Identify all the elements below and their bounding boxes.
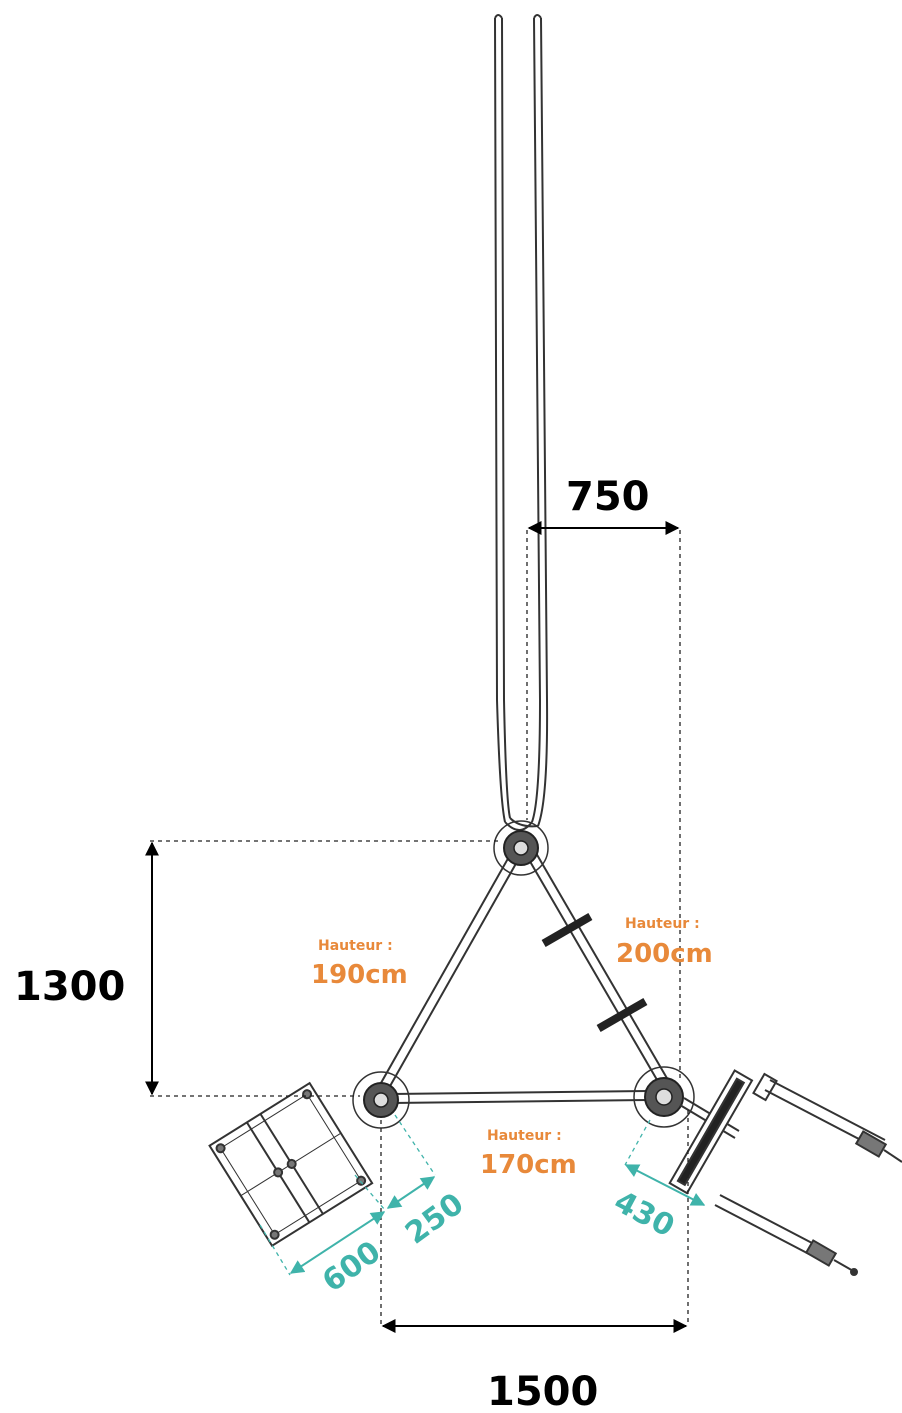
height-left-value: 190cm	[311, 960, 408, 990]
left-hub-node	[352, 1071, 410, 1129]
height-left-label: Hauteur :	[318, 938, 393, 954]
right-bench-module	[668, 1069, 902, 1276]
height-right-value: 200cm	[616, 939, 713, 969]
dim-600-label: 600	[316, 1234, 387, 1299]
triangle-frame	[376, 852, 669, 1104]
dim-430-label: 430	[608, 1184, 680, 1244]
height-base-value: 170cm	[480, 1150, 577, 1180]
dim-250-arrow	[386, 1176, 436, 1209]
dim-1500-label: 1500	[487, 1369, 598, 1413]
dim-250-label: 250	[399, 1186, 470, 1251]
dashed-guides	[150, 530, 689, 1325]
top-long-frame	[494, 14, 549, 831]
right-hub-node	[633, 1066, 695, 1128]
height-right-label: Hauteur :	[625, 916, 700, 932]
dim-1300-label: 1300	[14, 964, 125, 1010]
height-base-label: Hauteur :	[487, 1128, 562, 1144]
dim-430-arrow	[624, 1164, 706, 1206]
top-hub-node	[493, 820, 549, 876]
dim-600-arrow	[289, 1211, 386, 1274]
dim-750-label: 750	[566, 474, 650, 520]
right-leg-rungs	[541, 913, 648, 1032]
left-square-module	[208, 1081, 374, 1248]
dashed-guides-teal	[259, 1114, 651, 1276]
